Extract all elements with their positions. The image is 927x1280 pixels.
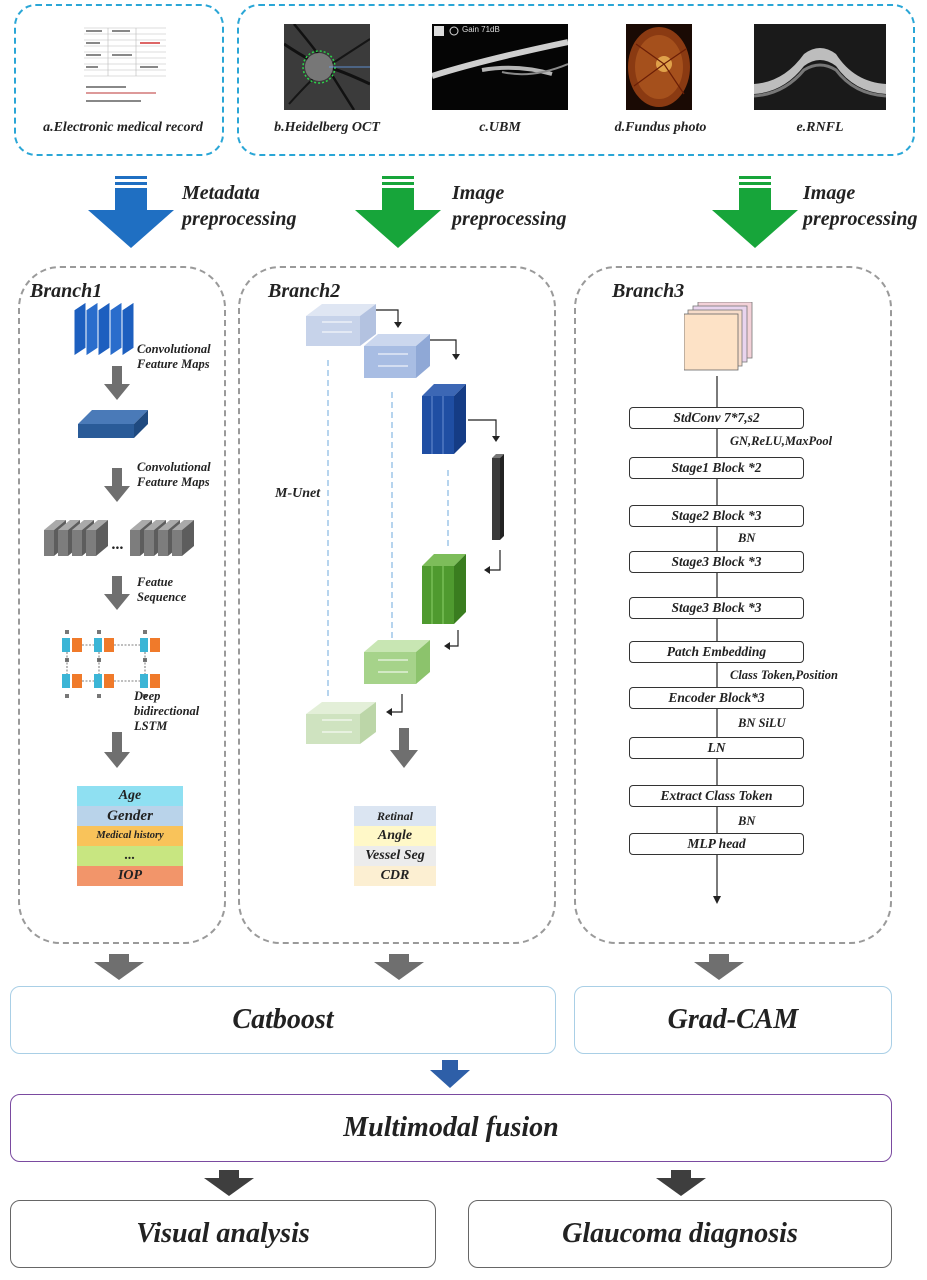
- fundus-thumbnail: [626, 24, 692, 110]
- branch1-title: Branch1: [30, 280, 103, 302]
- branch3-input-image-stack: [684, 302, 753, 371]
- arrow-branch1-to-catboost: [94, 954, 144, 980]
- branch2-title: Branch2: [268, 280, 341, 302]
- unet-bottleneck: [492, 454, 504, 540]
- gradcam-box: Grad-CAM: [574, 986, 892, 1054]
- arrow-to-visual-analysis: [204, 1170, 254, 1196]
- visual-analysis-label: Visual analysis: [136, 1218, 310, 1249]
- block-extract-class-token: Extract Class Token: [629, 785, 804, 807]
- feature-age: Age: [77, 786, 183, 806]
- block-stage3-a: Stage3 Block *3: [629, 551, 804, 573]
- block-stage3-b: Stage3 Block *3: [629, 597, 804, 619]
- catboost-label: Catboost: [232, 1004, 334, 1035]
- unet-decoder-2: [364, 640, 430, 684]
- ubm-thumbnail: Gain 71dB: [432, 24, 568, 110]
- arrow-to-fusion: [430, 1060, 470, 1088]
- branch2-m-unet-label: M-Unet: [275, 486, 321, 501]
- branch1-container: [18, 266, 226, 944]
- image-preprocessing-arrow-middle: [355, 176, 441, 248]
- arrow-to-glaucoma-diagnosis: [656, 1170, 706, 1196]
- unet-encoder-1: [306, 304, 376, 346]
- label-bn-silu: BN SiLU: [738, 716, 786, 730]
- output-vessel-seg: Vessel Seg: [354, 846, 436, 866]
- block-stage1: Stage1 Block *2: [629, 457, 804, 479]
- branch3-title: Branch3: [612, 280, 685, 302]
- oct-caption: b.Heidelberg OCT: [274, 120, 380, 135]
- feature-gender: Gender: [77, 806, 183, 826]
- branch1-lstm-network: [62, 630, 160, 698]
- gradcam-label: Grad-CAM: [667, 1004, 799, 1035]
- unet-decoder-3: [422, 554, 466, 624]
- image-preprocessing-arrow-right: [712, 176, 798, 248]
- block-stdconv: StdConv 7*7,s2: [629, 407, 804, 429]
- label-bn-2: BN: [738, 814, 756, 828]
- branch1-sequence-ellipsis: ...: [112, 536, 124, 553]
- branch1-feature-sequence: [44, 520, 194, 556]
- arrow-branch3-to-gradcam: [694, 954, 744, 980]
- block-stage2: Stage2 Block *3: [629, 505, 804, 527]
- unet-decoder-1: [306, 702, 376, 744]
- multimodal-fusion-label: Multimodal fusion: [343, 1112, 559, 1143]
- branch2-m-unet-diagram: [306, 304, 504, 744]
- block-patch-embedding: Patch Embedding: [629, 641, 804, 663]
- branch1-arrow-1: [104, 366, 130, 400]
- output-retinal: Retinal: [354, 806, 436, 826]
- output-angle: Angle: [354, 826, 436, 846]
- label-bn-1: BN: [738, 531, 756, 545]
- output-cdr: CDR: [354, 866, 436, 886]
- branch1-arrow-2: [104, 468, 130, 502]
- feature-iop: IOP: [77, 866, 183, 886]
- fundus-caption: d.Fundus photo: [614, 120, 707, 135]
- unet-encoder-3: [422, 384, 466, 454]
- oct-thumbnail: [284, 24, 370, 110]
- block-ln: LN: [629, 737, 804, 759]
- branch2-container: [238, 266, 556, 944]
- arrow-branch2-to-catboost: [374, 954, 424, 980]
- label-class-token-position: Class Token,Position: [730, 668, 838, 682]
- label-gn-relu-maxpool: GN,ReLU,MaxPool: [730, 434, 833, 448]
- ubm-gain-label: Gain 71dB: [462, 25, 500, 34]
- rnfl-caption: e.RNFL: [796, 120, 844, 135]
- metadata-preprocessing-arrow: [88, 176, 174, 248]
- multimodal-fusion-box: Multimodal fusion: [10, 1094, 892, 1162]
- unet-encoder-2: [364, 334, 430, 378]
- glaucoma-diagnosis-box: Glaucoma diagnosis: [468, 1200, 892, 1268]
- input-panel-images: [237, 4, 915, 156]
- branch1-feature-maps-stack: [74, 302, 135, 357]
- branch1-arrow-4: [104, 732, 130, 768]
- input-panel-metadata: [14, 4, 224, 156]
- catboost-box: Catboost: [10, 986, 556, 1054]
- rnfl-thumbnail: [754, 24, 886, 110]
- visual-analysis-box: Visual analysis: [10, 1200, 436, 1268]
- branch2-arrow-down: [390, 728, 418, 768]
- glaucoma-diagnosis-label: Glaucoma diagnosis: [562, 1218, 798, 1249]
- block-mlp-head: MLP head: [629, 833, 804, 855]
- emr-thumbnail: [80, 22, 170, 108]
- ubm-caption: c.UBM: [479, 120, 521, 135]
- emr-caption: a.Electronic medical record: [43, 120, 203, 135]
- feature-ellipsis: ...: [77, 846, 183, 866]
- branch1-arrow-3: [104, 576, 130, 610]
- block-encoder: Encoder Block*3: [629, 687, 804, 709]
- feature-medical-history: Medical history: [77, 826, 183, 846]
- branch1-pooled-map: [78, 410, 148, 438]
- branch3-container: [574, 266, 892, 944]
